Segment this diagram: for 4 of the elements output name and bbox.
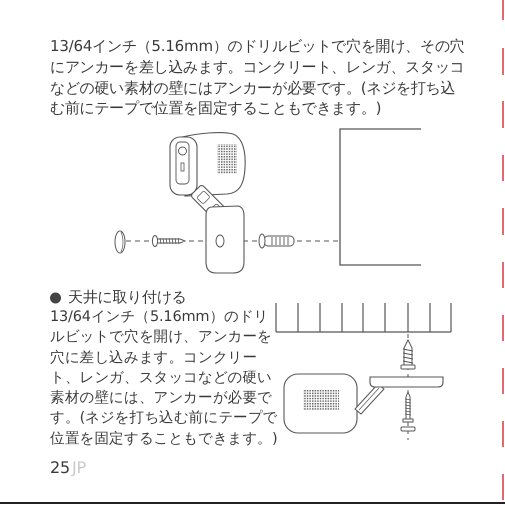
section-heading: 天井に取り付ける xyxy=(68,287,188,308)
instruction-paragraph: 13/64インチ（5.16mm）のドリルビットで穴を開け、アンカーを穴に差し込みます。コンクリート、レンガ、スタッコなどの硬い素材の壁には、アンカーが必要です。(ネジを打ち込む前にテープで位置を固定することもできます。) xyxy=(50,308,278,449)
page-number: 25 xyxy=(50,458,70,479)
instruction-paragraph: 13/64インチ（5.16mm）のドリルビットで穴を開け、その穴にアンカーを差し込みます。コンクリート、レンガ、スタッコなどの硬い素材の壁にはアンカーが必要です。(ネジを打ち込む前にテープで位置を固定することもできます。) xyxy=(50,36,465,120)
